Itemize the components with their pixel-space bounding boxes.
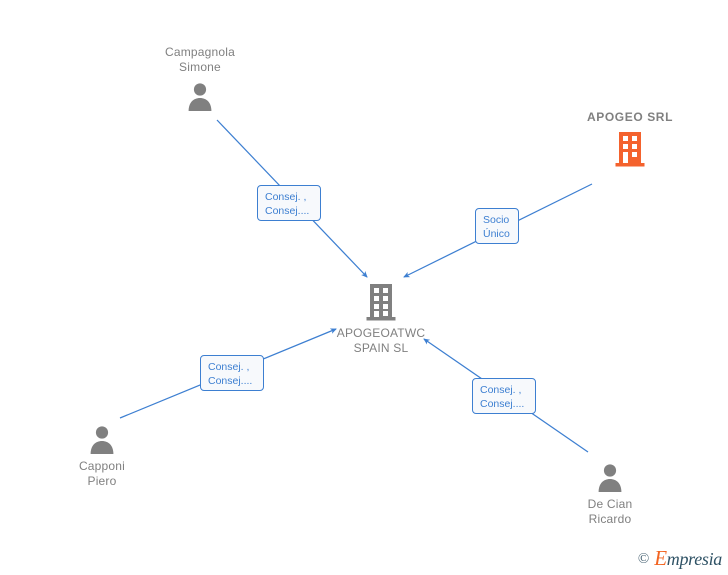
node-apogeo-srl[interactable]: APOGEO SRL (555, 110, 705, 167)
person-icon (598, 464, 622, 492)
brand-initial: E (654, 546, 667, 570)
edge-label-decian-relationship[interactable]: Consej. , Consej.... (472, 378, 536, 414)
edge-label-apogeo-relationship[interactable]: Socio Único (475, 208, 519, 244)
building-icon-highlighted (615, 132, 645, 167)
node-label-apogeo-srl: APOGEO SRL (586, 110, 673, 124)
edge-label-capponi-relationship[interactable]: Consej. , Consej.... (200, 355, 264, 391)
edge-label-campagnola-relationship[interactable]: Consej. , Consej.... (257, 185, 321, 221)
copyright-icon: © (637, 550, 650, 567)
brand-name: mpresia (666, 549, 723, 569)
node-label-campagnola-simone: Campagnola Simone (164, 45, 236, 74)
node-label-de-cian-ricardo: De Cian Ricardo (587, 497, 633, 526)
node-label-apogeoatwc-spain-sl: APOGEOATWC SPAIN SL (336, 326, 426, 355)
empresia-watermark: © Empresia (637, 546, 723, 570)
building-icon (366, 284, 396, 321)
brand-logo: Empresia (654, 546, 723, 570)
person-icon (188, 83, 212, 111)
node-de-cian-ricardo[interactable]: De Cian Ricardo (535, 462, 685, 527)
node-capponi-piero[interactable]: Capponi Piero (27, 424, 177, 489)
node-apogeoatwc-spain-sl[interactable]: APOGEOATWC SPAIN SL (306, 283, 456, 356)
person-icon (90, 426, 114, 454)
node-campagnola-simone[interactable]: Campagnola Simone (125, 45, 275, 111)
node-label-capponi-piero: Capponi Piero (78, 459, 126, 488)
